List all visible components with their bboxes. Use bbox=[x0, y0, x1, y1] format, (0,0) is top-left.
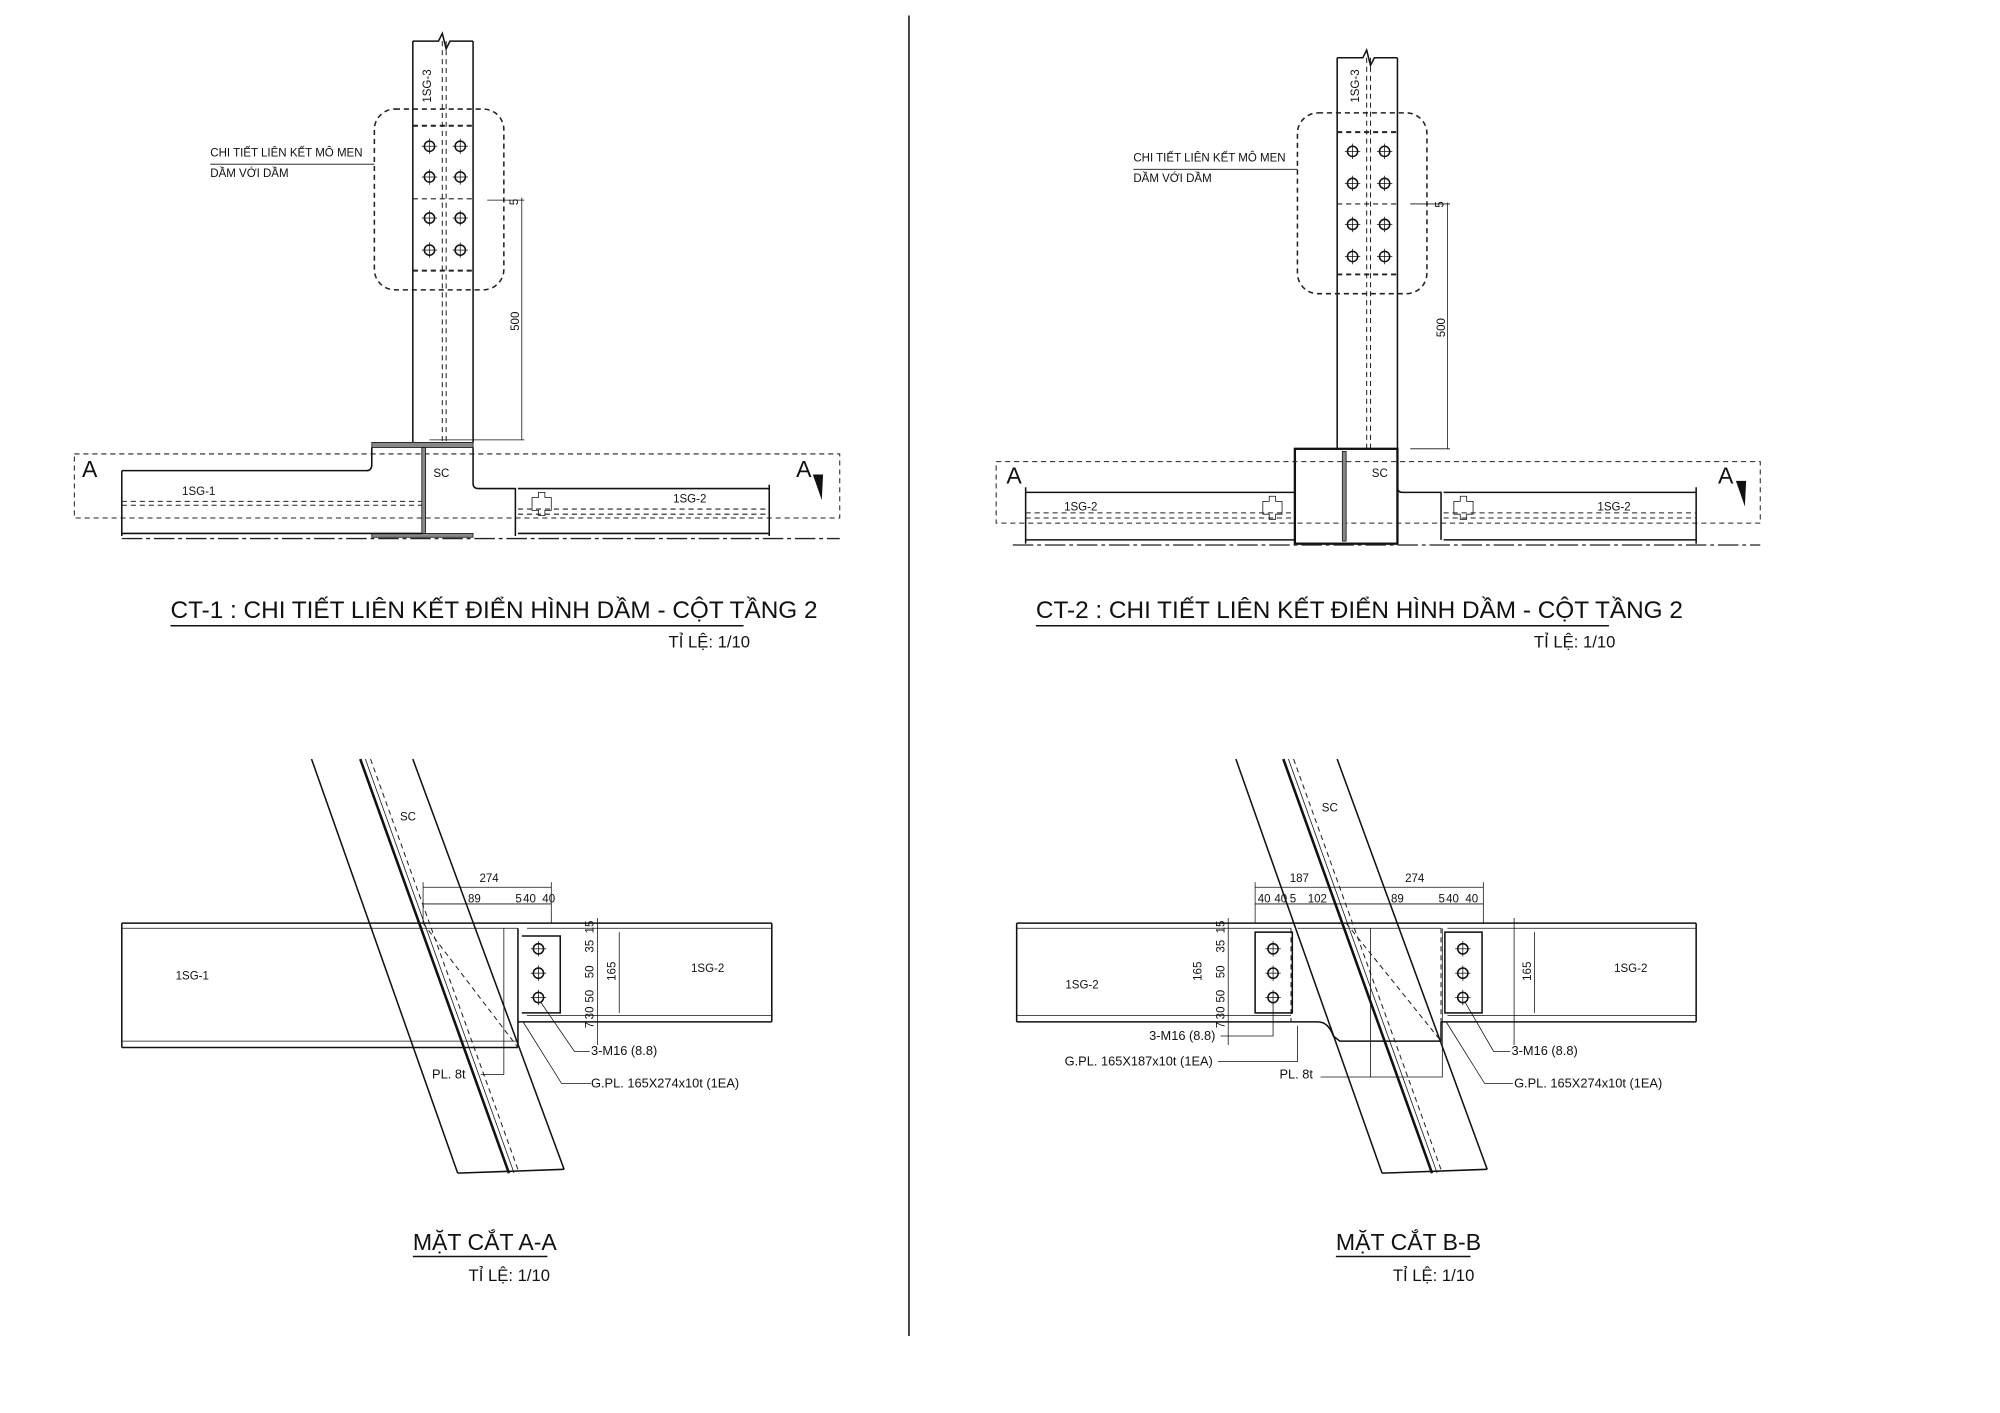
dim-text: 89 bbox=[1391, 894, 1404, 906]
dim-5: 5 bbox=[509, 199, 521, 205]
dim-text: 50 bbox=[585, 965, 597, 978]
column-sc-label: SC bbox=[400, 812, 416, 824]
section-mark-left: A bbox=[1006, 462, 1022, 488]
beam-label-left: 1SG-1 bbox=[176, 971, 209, 983]
beam-label-right: 1SG-2 bbox=[673, 494, 706, 506]
dim-text: 5 bbox=[1290, 894, 1296, 906]
note-line-1: CHI TIẾT LIÊN KẾT MÔ MEN bbox=[1133, 152, 1285, 165]
dim-text: 102 bbox=[1308, 894, 1327, 906]
dim-text: 165 bbox=[606, 962, 618, 981]
gusset-callout-left: G.PL. 165X187x10t (1EA) bbox=[1065, 1053, 1213, 1068]
gusset-callout-right: G.PL. 165X274x10t (1EA) bbox=[1514, 1075, 1662, 1090]
dim-text: 35 bbox=[1215, 940, 1227, 953]
column-sc-label: SC bbox=[1372, 468, 1388, 480]
dim-text: 40 bbox=[542, 894, 555, 906]
section-bb: 187 40 40 5 102 274 89 5 40 40 15 35 50 … bbox=[1015, 758, 1697, 1285]
note-line-1: CHI TIẾT LIÊN KẾT MÔ MEN bbox=[210, 147, 362, 160]
detail-ct2: 1SG-3 CHI TIẾT LIÊN KẾT MÔ MEN DẦM VỚI D… bbox=[995, 47, 1761, 652]
note-line-2: DẦM VỚI DẦM bbox=[1133, 172, 1211, 185]
dim-5: 5 bbox=[1435, 201, 1447, 207]
dim-text: 40 bbox=[523, 894, 536, 906]
dim-text: 274 bbox=[1405, 873, 1425, 885]
column-label: 1SG-3 bbox=[422, 69, 434, 102]
plate-callout: PL. 8t bbox=[432, 1066, 466, 1081]
dim-text: 187 bbox=[1290, 873, 1309, 885]
detail-ct1: 1SG-3 CHI TIẾT LIÊN KẾT MÔ MEN DẦM VỚI D… bbox=[73, 31, 841, 652]
bolt-callout: 3-M16 (8.8) bbox=[591, 1043, 657, 1058]
section-mark-left: A bbox=[82, 456, 98, 482]
gusset-callout: G.PL. 165X274x10t (1EA) bbox=[591, 1075, 739, 1090]
dim-text: 165 bbox=[1192, 962, 1204, 981]
dim-text: 89 bbox=[468, 894, 481, 906]
dim-text: 50 bbox=[1215, 990, 1227, 1003]
column-label: 1SG-3 bbox=[1350, 69, 1362, 102]
section-aa: 274 89 5 40 40 15 35 50 50 30 7 165 SC 1… bbox=[121, 758, 773, 1285]
section-title: MẶT CẮT A-A bbox=[413, 1228, 558, 1255]
beam-label-left: 1SG-2 bbox=[1064, 501, 1097, 513]
dim-text: 15 bbox=[1215, 921, 1227, 934]
dim-text: 7 bbox=[585, 1022, 597, 1028]
dim-text: 15 bbox=[585, 921, 597, 934]
dim-text: 40 bbox=[1274, 894, 1287, 906]
bolt-callout-left: 3-M16 (8.8) bbox=[1149, 1028, 1215, 1043]
beam-label-right: 1SG-2 bbox=[691, 963, 724, 975]
moment-connection-outline bbox=[1296, 112, 1428, 295]
column-sc-label: SC bbox=[1322, 803, 1338, 815]
detail-title: CT-1 : CHI TIẾT LIÊN KẾT ĐIỂN HÌNH DẦM -… bbox=[171, 596, 818, 624]
detail-scale: TỈ LỆ: 1/10 bbox=[669, 633, 750, 652]
dim-text: 40 bbox=[1446, 894, 1459, 906]
dim-text: 50 bbox=[585, 990, 597, 1003]
section-scale: TỈ LỆ: 1/10 bbox=[469, 1266, 550, 1285]
bolt-icon bbox=[529, 940, 547, 1006]
dim-text: 40 bbox=[1258, 894, 1271, 906]
beam-label-right: 1SG-2 bbox=[1597, 501, 1630, 513]
beam-label-right: 1SG-2 bbox=[1614, 963, 1647, 975]
section-scale: TỈ LỆ: 1/10 bbox=[1393, 1266, 1474, 1285]
moment-connection-outline bbox=[373, 108, 505, 291]
section-title: MẶT CẮT B-B bbox=[1336, 1228, 1481, 1255]
dim-text: 274 bbox=[479, 873, 499, 885]
dim-text: 30 bbox=[585, 1007, 597, 1020]
note-line-2: DẦM VỚI DẦM bbox=[210, 167, 288, 180]
dim-text: 35 bbox=[585, 940, 597, 953]
dim-500: 500 bbox=[510, 312, 522, 331]
beam-label-left: 1SG-1 bbox=[182, 486, 215, 498]
dim-text: 7 bbox=[1215, 1022, 1227, 1028]
dim-text: 40 bbox=[1465, 894, 1478, 906]
bolt-icon bbox=[421, 137, 469, 259]
dim-text: 5 bbox=[1438, 894, 1444, 906]
section-mark-right: A bbox=[1718, 462, 1734, 488]
plate-callout: PL. 8t bbox=[1279, 1066, 1313, 1081]
bolt-callout-right: 3-M16 (8.8) bbox=[1512, 1043, 1578, 1058]
detail-scale: TỈ LỆ: 1/10 bbox=[1534, 633, 1615, 652]
dim-text: 5 bbox=[515, 894, 521, 906]
dim-text: 30 bbox=[1215, 1007, 1227, 1020]
dim-text: 165 bbox=[1522, 962, 1534, 981]
beam-label-left: 1SG-2 bbox=[1065, 980, 1098, 992]
dim-500: 500 bbox=[1436, 318, 1448, 337]
dim-text: 50 bbox=[1215, 965, 1227, 978]
section-mark-right: A bbox=[796, 456, 812, 482]
column-sc-label: SC bbox=[433, 468, 449, 480]
detail-title: CT-2 : CHI TIẾT LIÊN KẾT ĐIỂN HÌNH DẦM -… bbox=[1036, 596, 1683, 624]
